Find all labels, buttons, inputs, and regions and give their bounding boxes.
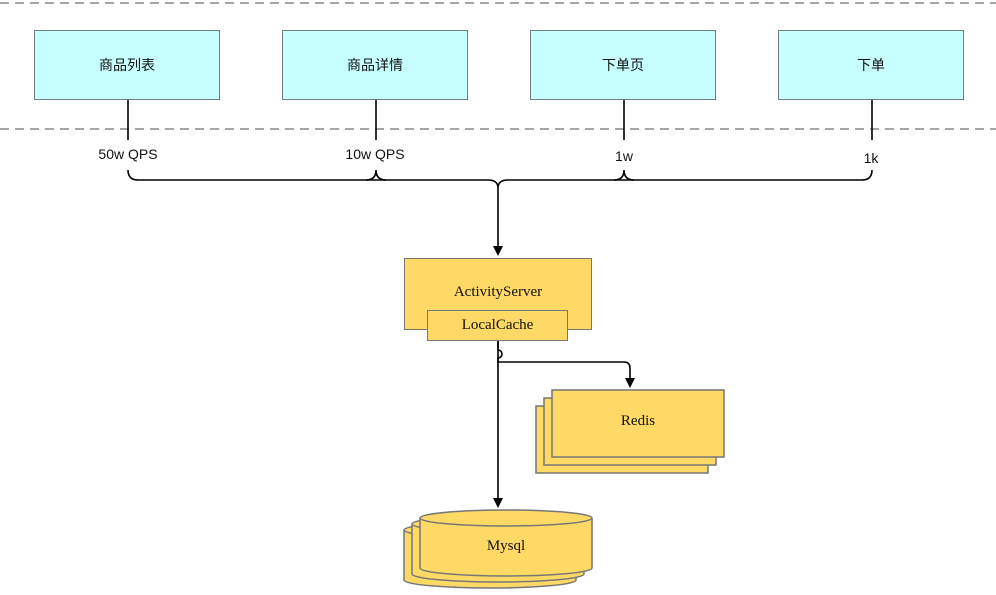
local-cache-box: LocalCache [427, 310, 568, 341]
page-box-place-order: 下单 [778, 30, 964, 100]
page-label: 下单页 [602, 58, 644, 74]
page-box-product-list: 商品列表 [34, 30, 220, 100]
qps-label-product-detail: 10w QPS [345, 146, 405, 162]
page-box-product-detail: 商品详情 [282, 30, 468, 100]
qps-label-product-list: 50w QPS [98, 146, 158, 162]
qps-label-order-page: 1w [615, 148, 633, 164]
activity-server-label: ActivityServer [453, 284, 543, 300]
qps-label-place-order: 1k [863, 150, 879, 166]
redis-label: Redis [620, 413, 656, 429]
aggregate-brace [127, 169, 873, 189]
brace-tick-3 [613, 169, 635, 181]
page-label: 下单 [857, 58, 885, 74]
local-cache-label: LocalCache [461, 317, 534, 333]
page-label: 商品列表 [99, 58, 155, 74]
mysql-cylinder [419, 509, 593, 577]
page-box-order-page: 下单页 [530, 30, 716, 100]
redis-box [551, 389, 725, 458]
mysql-label: Mysql [486, 538, 526, 554]
brace-tick-2 [365, 169, 387, 181]
connector-cache-to-redis [497, 330, 635, 388]
page-label: 商品详情 [347, 58, 403, 74]
